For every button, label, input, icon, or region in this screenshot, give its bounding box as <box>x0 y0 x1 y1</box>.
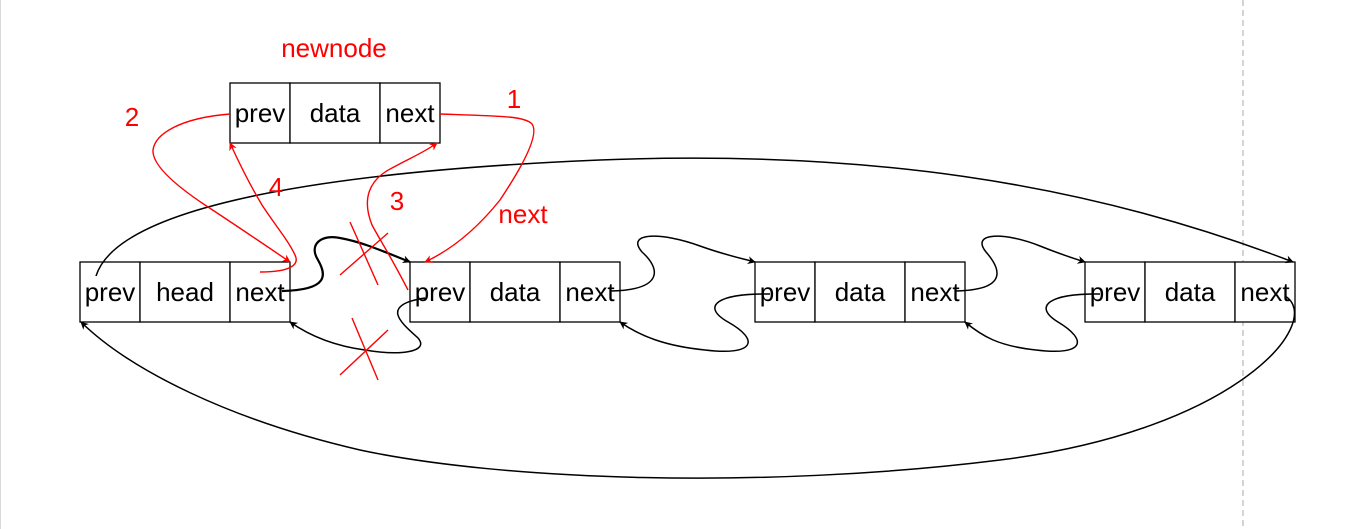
data-node-3: prev data next <box>1084 261 1296 323</box>
node1-next-to-node2-arrow <box>609 235 756 292</box>
cross-bottom-stroke-a <box>339 329 389 376</box>
node2-next-to-node3-arrow <box>954 235 1086 292</box>
node3-prev-cell <box>1084 261 1146 323</box>
node2-prev-cell <box>754 261 816 323</box>
step1-label: 1 <box>507 84 521 114</box>
tail-next-to-head-arrow <box>80 295 1296 479</box>
head-prev-to-tail-arrow <box>95 157 1294 277</box>
node2-next-cell <box>904 261 966 323</box>
node3-next-label: next <box>1240 277 1290 307</box>
node2-prev-to-node1-arrow <box>619 293 771 352</box>
newnode-next-label: next <box>385 98 435 128</box>
head-prev-label: prev <box>85 277 136 307</box>
newnode-next-cell <box>379 82 441 144</box>
step3-label: 3 <box>390 186 404 216</box>
node3-data-label: data <box>1165 277 1216 307</box>
newnode-data-label: data <box>310 98 361 128</box>
node3-prev-label: prev <box>1090 277 1141 307</box>
removed-link-cross-top <box>339 221 389 286</box>
step2-newnode-prev-arrow <box>152 113 291 263</box>
head-next-to-node1-arrow <box>281 236 411 293</box>
head-node: prev head next <box>79 261 291 323</box>
node1-data-label: data <box>490 277 541 307</box>
node2-data-label: data <box>835 277 886 307</box>
node2-data-cell <box>814 261 906 323</box>
node3-next-cell <box>1234 261 1296 323</box>
node2-next-label: next <box>910 277 960 307</box>
step3-node1-prev-arrow <box>366 142 438 291</box>
node1-next-label: next <box>565 277 615 307</box>
node3-prev-to-node2-arrow <box>964 293 1101 352</box>
step4-label: 4 <box>269 172 283 202</box>
head-data-label: head <box>156 277 214 307</box>
cross-bottom-stroke-b <box>351 317 379 381</box>
node1-prev-to-head-arrow <box>289 297 426 354</box>
newnode-title: newnode <box>281 33 387 63</box>
left-border <box>0 0 1 529</box>
cross-top-stroke-b <box>349 221 379 286</box>
newnode-prev-label: prev <box>235 98 286 128</box>
node3-data-cell <box>1144 261 1236 323</box>
data-node-1: prev data next <box>409 261 621 323</box>
node2-prev-label: prev <box>760 277 811 307</box>
node1-next-cell <box>559 261 621 323</box>
head-next-label: next <box>235 277 285 307</box>
next-pointer-label: next <box>498 199 548 229</box>
node1-prev-label: prev <box>415 277 466 307</box>
step4-head-next-arrow <box>229 142 297 273</box>
newnode-data-cell <box>289 82 381 144</box>
removed-link-cross-bottom <box>339 317 389 381</box>
data-node-2: prev data next <box>754 261 966 323</box>
step2-label: 2 <box>125 102 139 132</box>
newnode-node: prev data next <box>229 82 441 144</box>
step1-newnode-next-arrow <box>424 113 535 263</box>
